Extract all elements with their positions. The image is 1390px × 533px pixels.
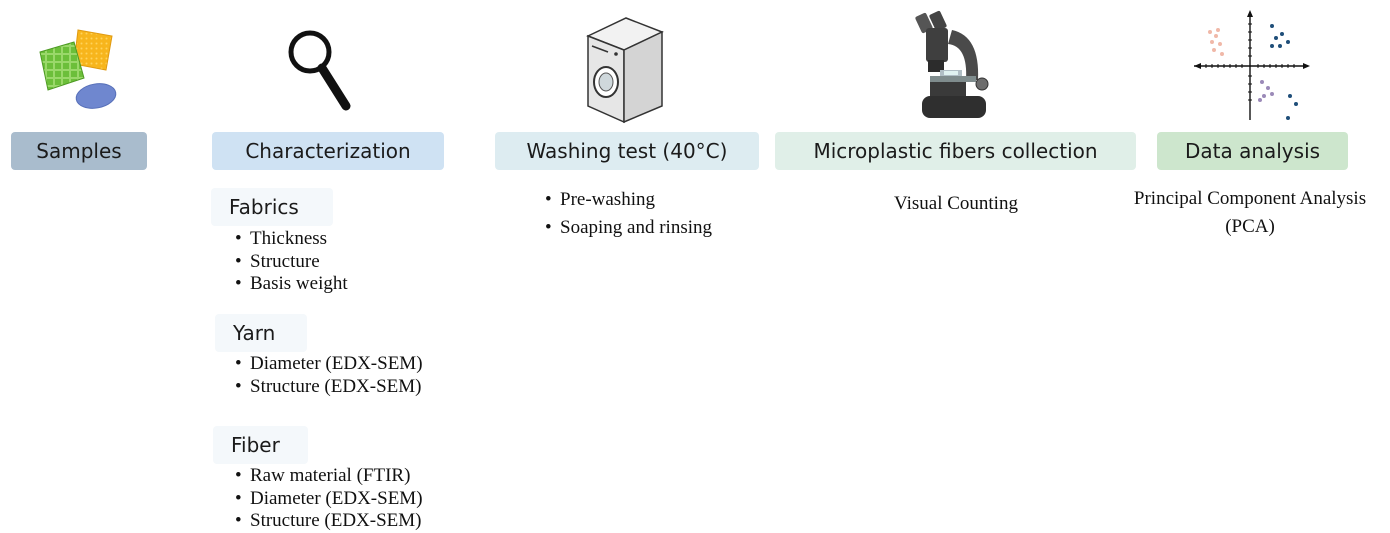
list-item: Diameter (EDX-SEM): [235, 353, 423, 376]
list-item: Diameter (EDX-SEM): [235, 488, 423, 511]
list-item: Basis weight: [235, 273, 348, 296]
list-item: Pre-washing: [545, 186, 712, 214]
list-item: Structure: [235, 251, 348, 274]
stage-data-analysis: Data analysis: [1157, 132, 1348, 170]
list-item: Raw material (FTIR): [235, 465, 423, 488]
visual-counting-text: Visual Counting: [894, 193, 1018, 214]
list-item: Structure (EDX-SEM): [235, 376, 423, 399]
washing-list: Pre-washing Soaping and rinsing: [545, 186, 712, 242]
fiber-list: Raw material (FTIR) Diameter (EDX-SEM) S…: [235, 465, 423, 533]
microscope-icon: [915, 10, 989, 118]
pca-scatter-icon: [1194, 10, 1310, 120]
fabric-swatches-icon: [39, 29, 117, 109]
fiber-heading: Fiber: [213, 426, 308, 464]
list-item: Thickness: [235, 228, 348, 251]
yarn-list: Diameter (EDX-SEM) Structure (EDX-SEM): [235, 353, 423, 398]
magnifying-glass-icon: [288, 30, 351, 111]
stage-washing-test: Washing test (40°C): [495, 132, 759, 170]
stage-characterization: Characterization: [212, 132, 444, 170]
pca-text-line1: Principal Component Analysis: [1133, 188, 1367, 209]
pca-text-line2: (PCA): [1225, 216, 1275, 237]
washing-machine-icon: [586, 17, 664, 124]
yarn-heading: Yarn: [215, 314, 307, 352]
list-item: Soaping and rinsing: [545, 214, 712, 242]
stage-samples: Samples: [11, 132, 147, 170]
stage-microplastic-collection: Microplastic fibers collection: [775, 132, 1136, 170]
fabrics-heading: Fabrics: [211, 188, 333, 226]
fabrics-list: Thickness Structure Basis weight: [235, 228, 348, 296]
list-item: Structure (EDX-SEM): [235, 510, 423, 533]
